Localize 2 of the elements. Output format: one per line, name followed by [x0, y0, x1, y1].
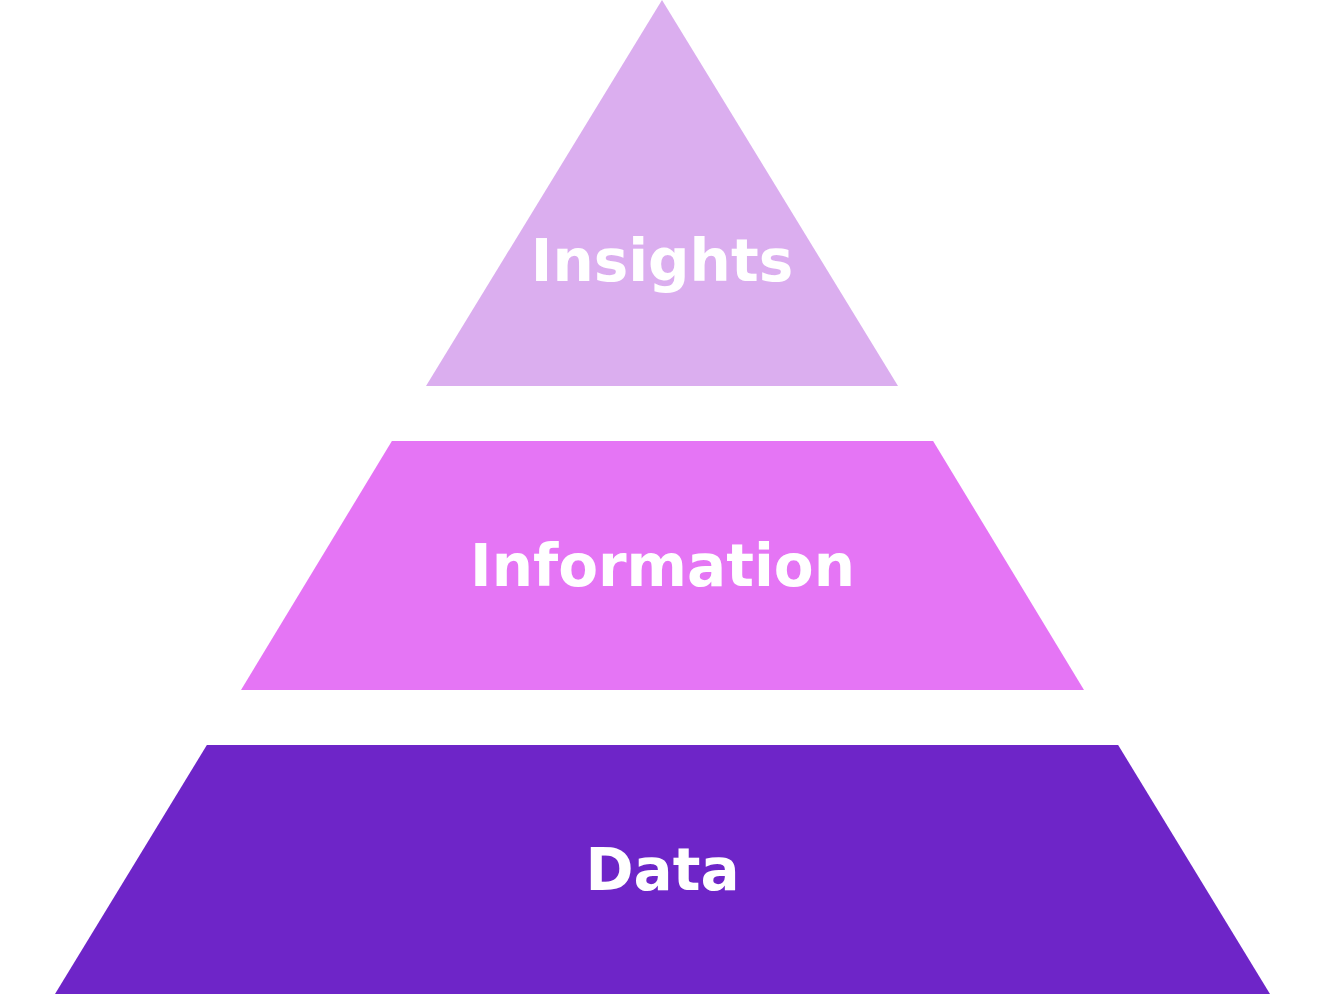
tier-label: Information [469, 537, 856, 595]
tier-label: Data [584, 841, 741, 899]
